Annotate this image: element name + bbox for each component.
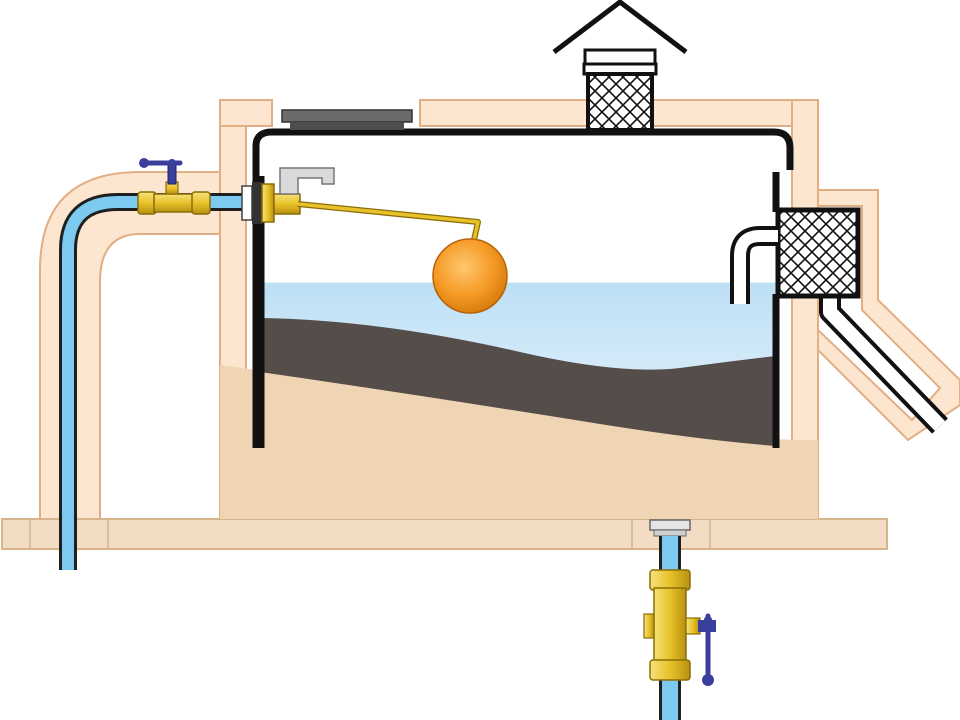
vent-mesh-icon [586, 72, 654, 132]
float-ball-icon [432, 238, 508, 314]
vent-pipe [552, 0, 688, 132]
outlet-stop-valve [643, 569, 716, 686]
float-valve [241, 167, 508, 314]
inlet-pipe [59, 193, 250, 570]
support-platform [1, 518, 888, 550]
insect-screen [775, 207, 861, 299]
access-hatch [281, 109, 413, 130]
overflow-pipe [730, 207, 948, 434]
inlet-stop-valve [137, 158, 211, 215]
tank-contents [246, 282, 776, 452]
